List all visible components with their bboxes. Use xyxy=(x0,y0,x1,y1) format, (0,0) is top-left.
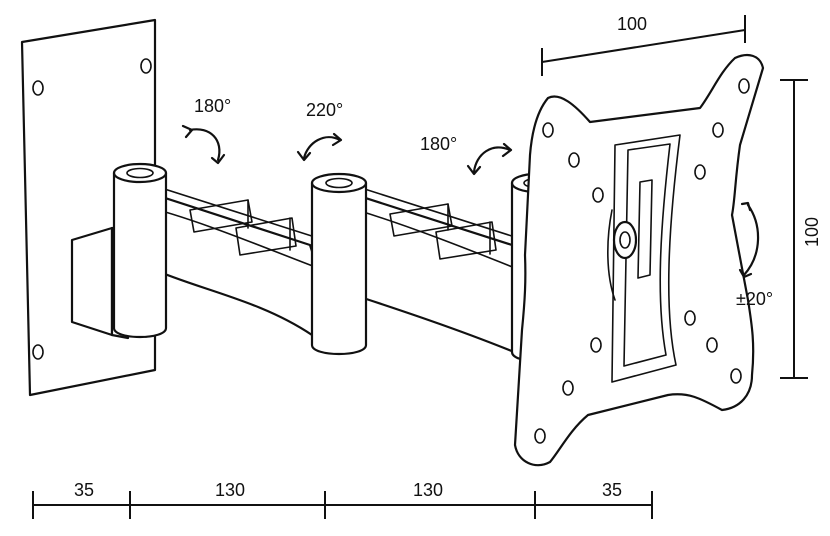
tilt-label: ±20° xyxy=(736,289,773,309)
vesa-plate xyxy=(513,53,765,467)
tilt-arrow xyxy=(738,201,760,279)
rotation-label-wall: 180° xyxy=(194,96,231,116)
rotation-label-middle: 220° xyxy=(306,100,343,120)
dimension-plate-height xyxy=(780,79,808,379)
segment-label-3: 130 xyxy=(413,480,443,500)
segment-label-4: 35 xyxy=(602,480,622,500)
segment-label-1: 35 xyxy=(74,480,94,500)
joint-cylinder-2 xyxy=(310,172,368,355)
rotation-arrow-wall xyxy=(181,124,226,165)
dimension-plate-width xyxy=(541,15,746,76)
rotation-arrow-middle xyxy=(296,132,343,162)
plate-height-label: 100 xyxy=(802,217,822,247)
rotation-arrow-head xyxy=(466,142,513,176)
segment-label-2: 130 xyxy=(215,480,245,500)
plate-width-label: 100 xyxy=(617,14,647,34)
rotation-label-head: 180° xyxy=(420,134,457,154)
dimension-bottom xyxy=(32,491,653,519)
joint-cylinder-1 xyxy=(112,162,168,338)
